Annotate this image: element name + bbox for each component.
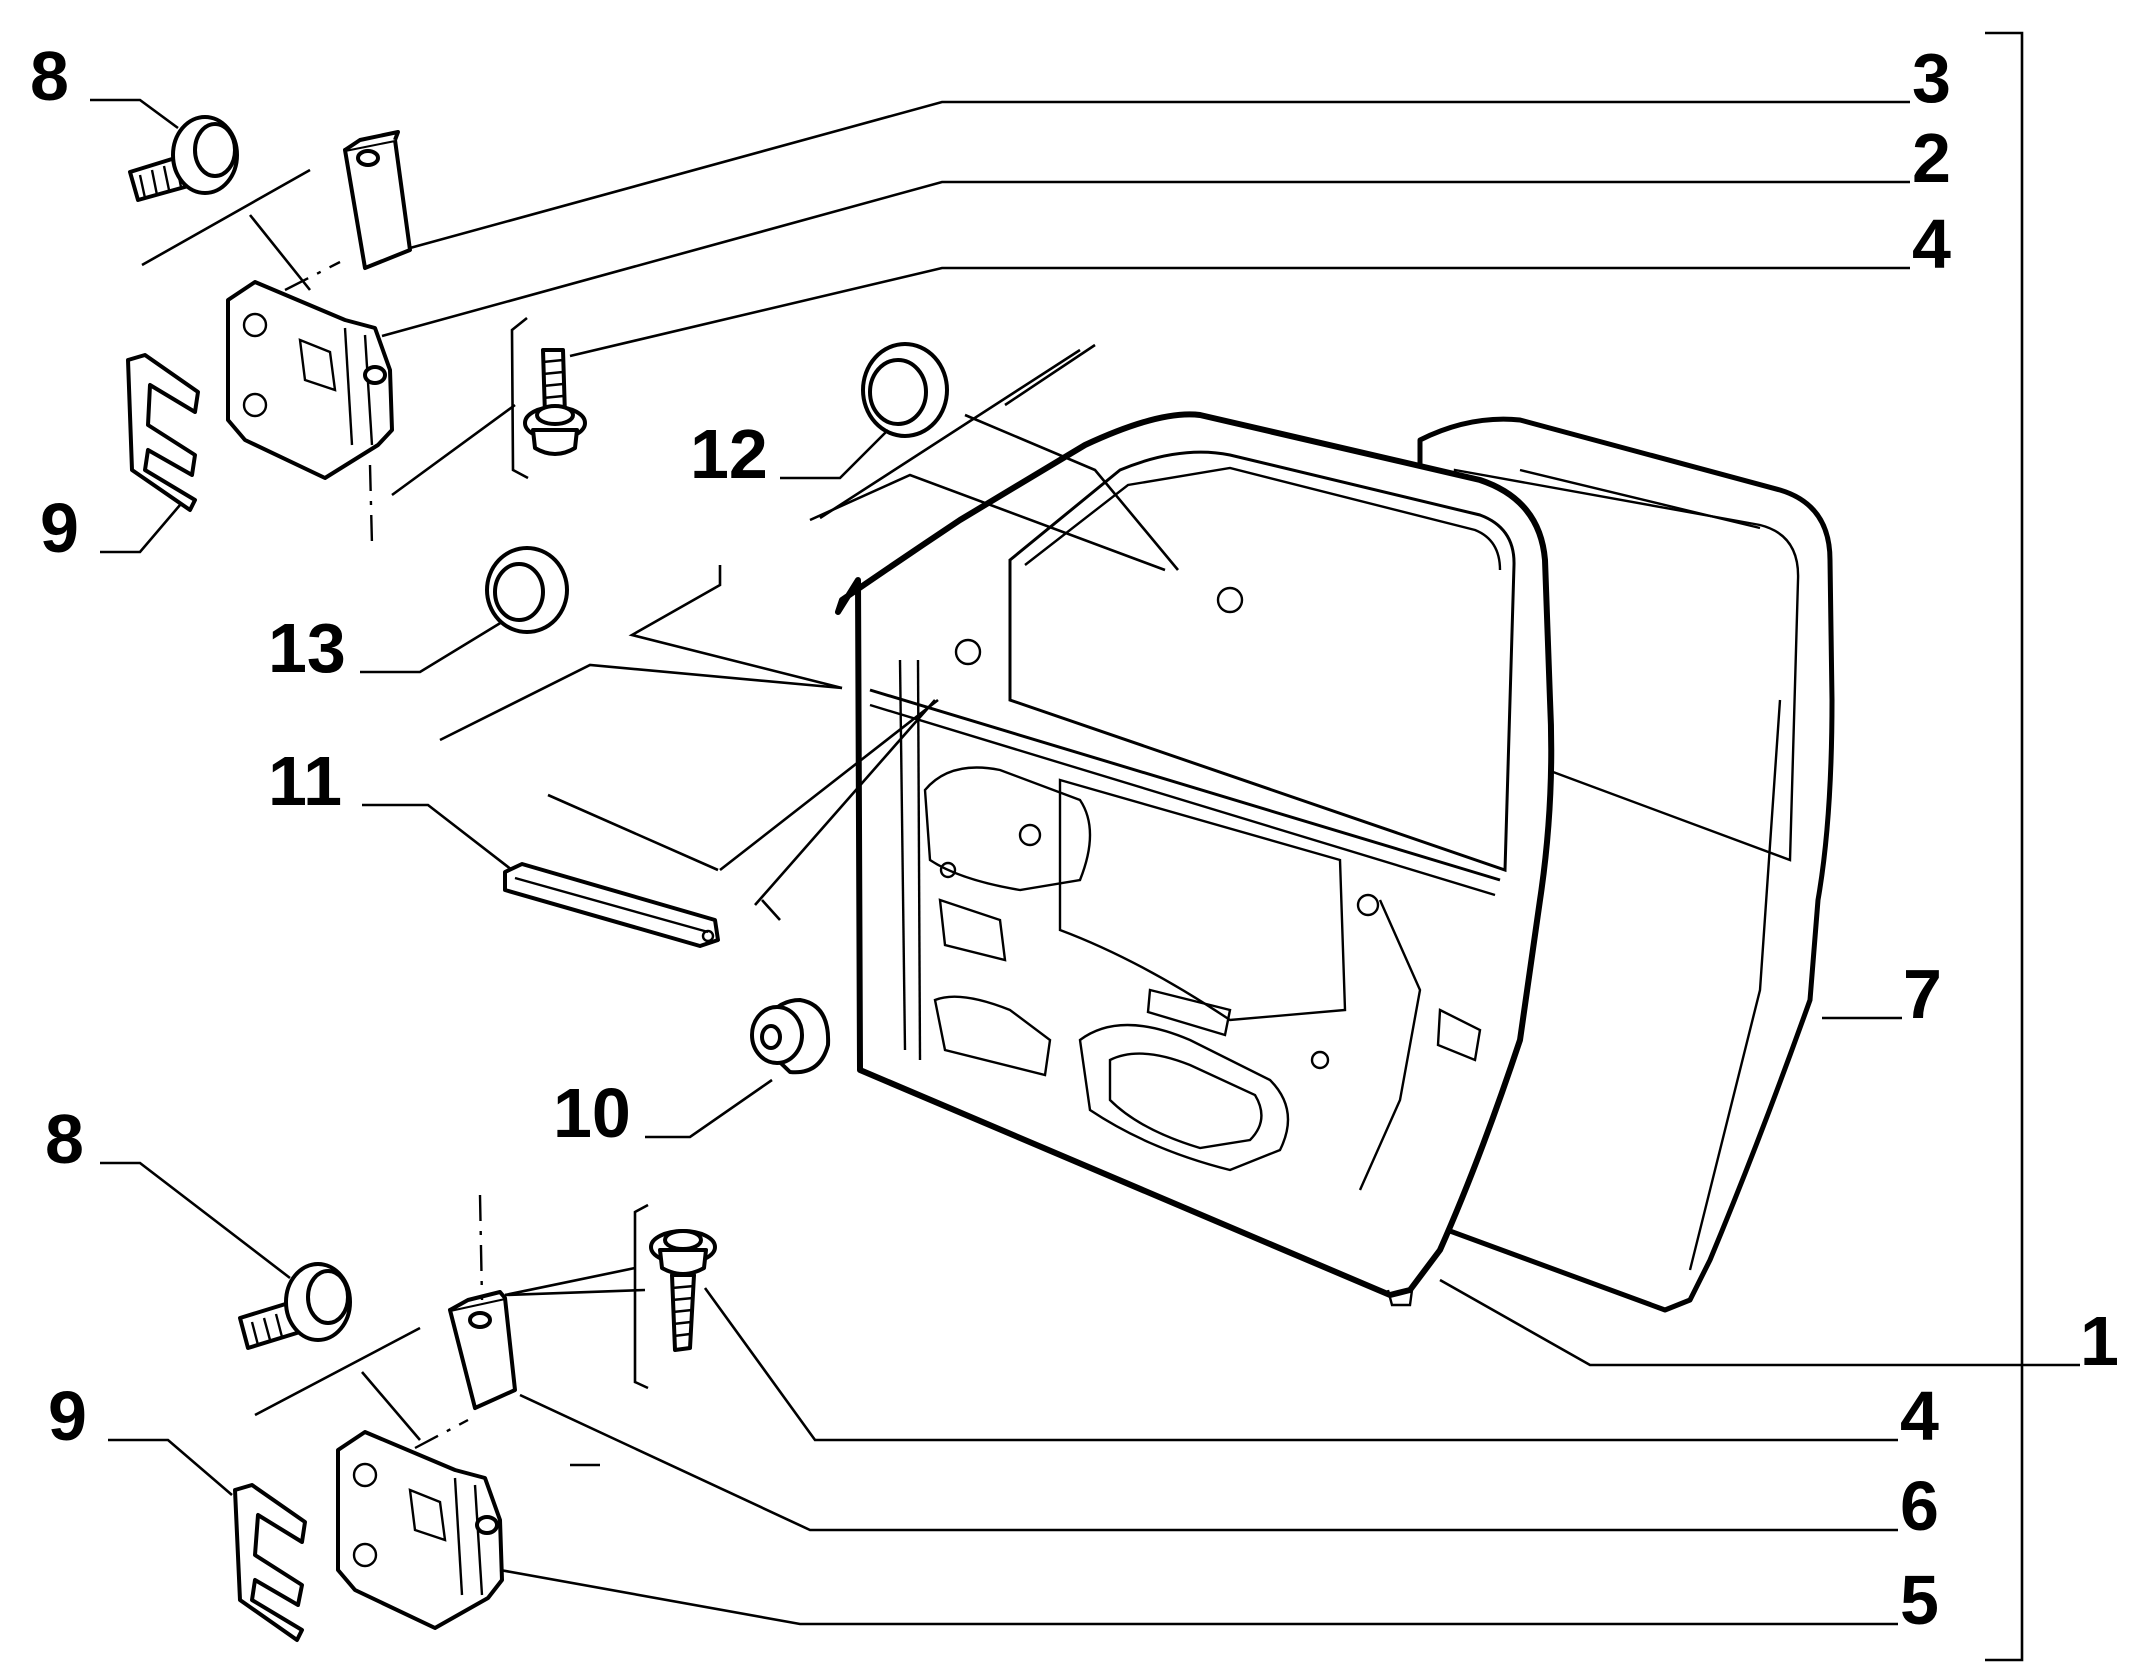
callout-4-bottom: 4 (1900, 1377, 1939, 1455)
callout-1: 1 (2080, 1302, 2119, 1380)
door-inner-panel (835, 411, 1555, 1307)
assembly-bracket (1985, 31, 2024, 1662)
bolt-8-top (128, 115, 239, 202)
hinge-cap-3 (343, 130, 412, 270)
callout-6: 6 (1900, 1467, 1939, 1545)
leader-lines (90, 98, 2080, 1626)
shim-9-top (126, 353, 200, 512)
callout-8-top: 8 (30, 37, 69, 115)
callout-10: 10 (553, 1074, 631, 1152)
bumper-10 (750, 998, 831, 1075)
bolt-8-bottom (238, 1262, 352, 1350)
hinge-2 (226, 280, 394, 480)
callout-5: 5 (1900, 1561, 1939, 1639)
callout-9-top: 9 (40, 489, 79, 567)
hinge-5 (336, 1430, 504, 1630)
shim-9-bottom (233, 1483, 307, 1642)
bolt-4-top (523, 348, 587, 456)
callout-7: 7 (1903, 955, 1942, 1033)
plug-13 (485, 546, 569, 634)
callout-8-bottom: 8 (45, 1100, 84, 1178)
callout-13: 13 (268, 609, 346, 687)
bolt-4-bottom (649, 1229, 717, 1352)
callout-12: 12 (690, 415, 768, 493)
callout-4-top: 4 (1912, 205, 1951, 283)
callout-11: 11 (268, 742, 342, 820)
hinge-cap-6 (448, 1290, 517, 1410)
strip-11 (503, 862, 720, 948)
callout-3: 3 (1912, 39, 1951, 117)
callout-2: 2 (1912, 119, 1951, 197)
plug-12 (861, 342, 949, 438)
callout-9-bottom: 9 (48, 1377, 87, 1455)
